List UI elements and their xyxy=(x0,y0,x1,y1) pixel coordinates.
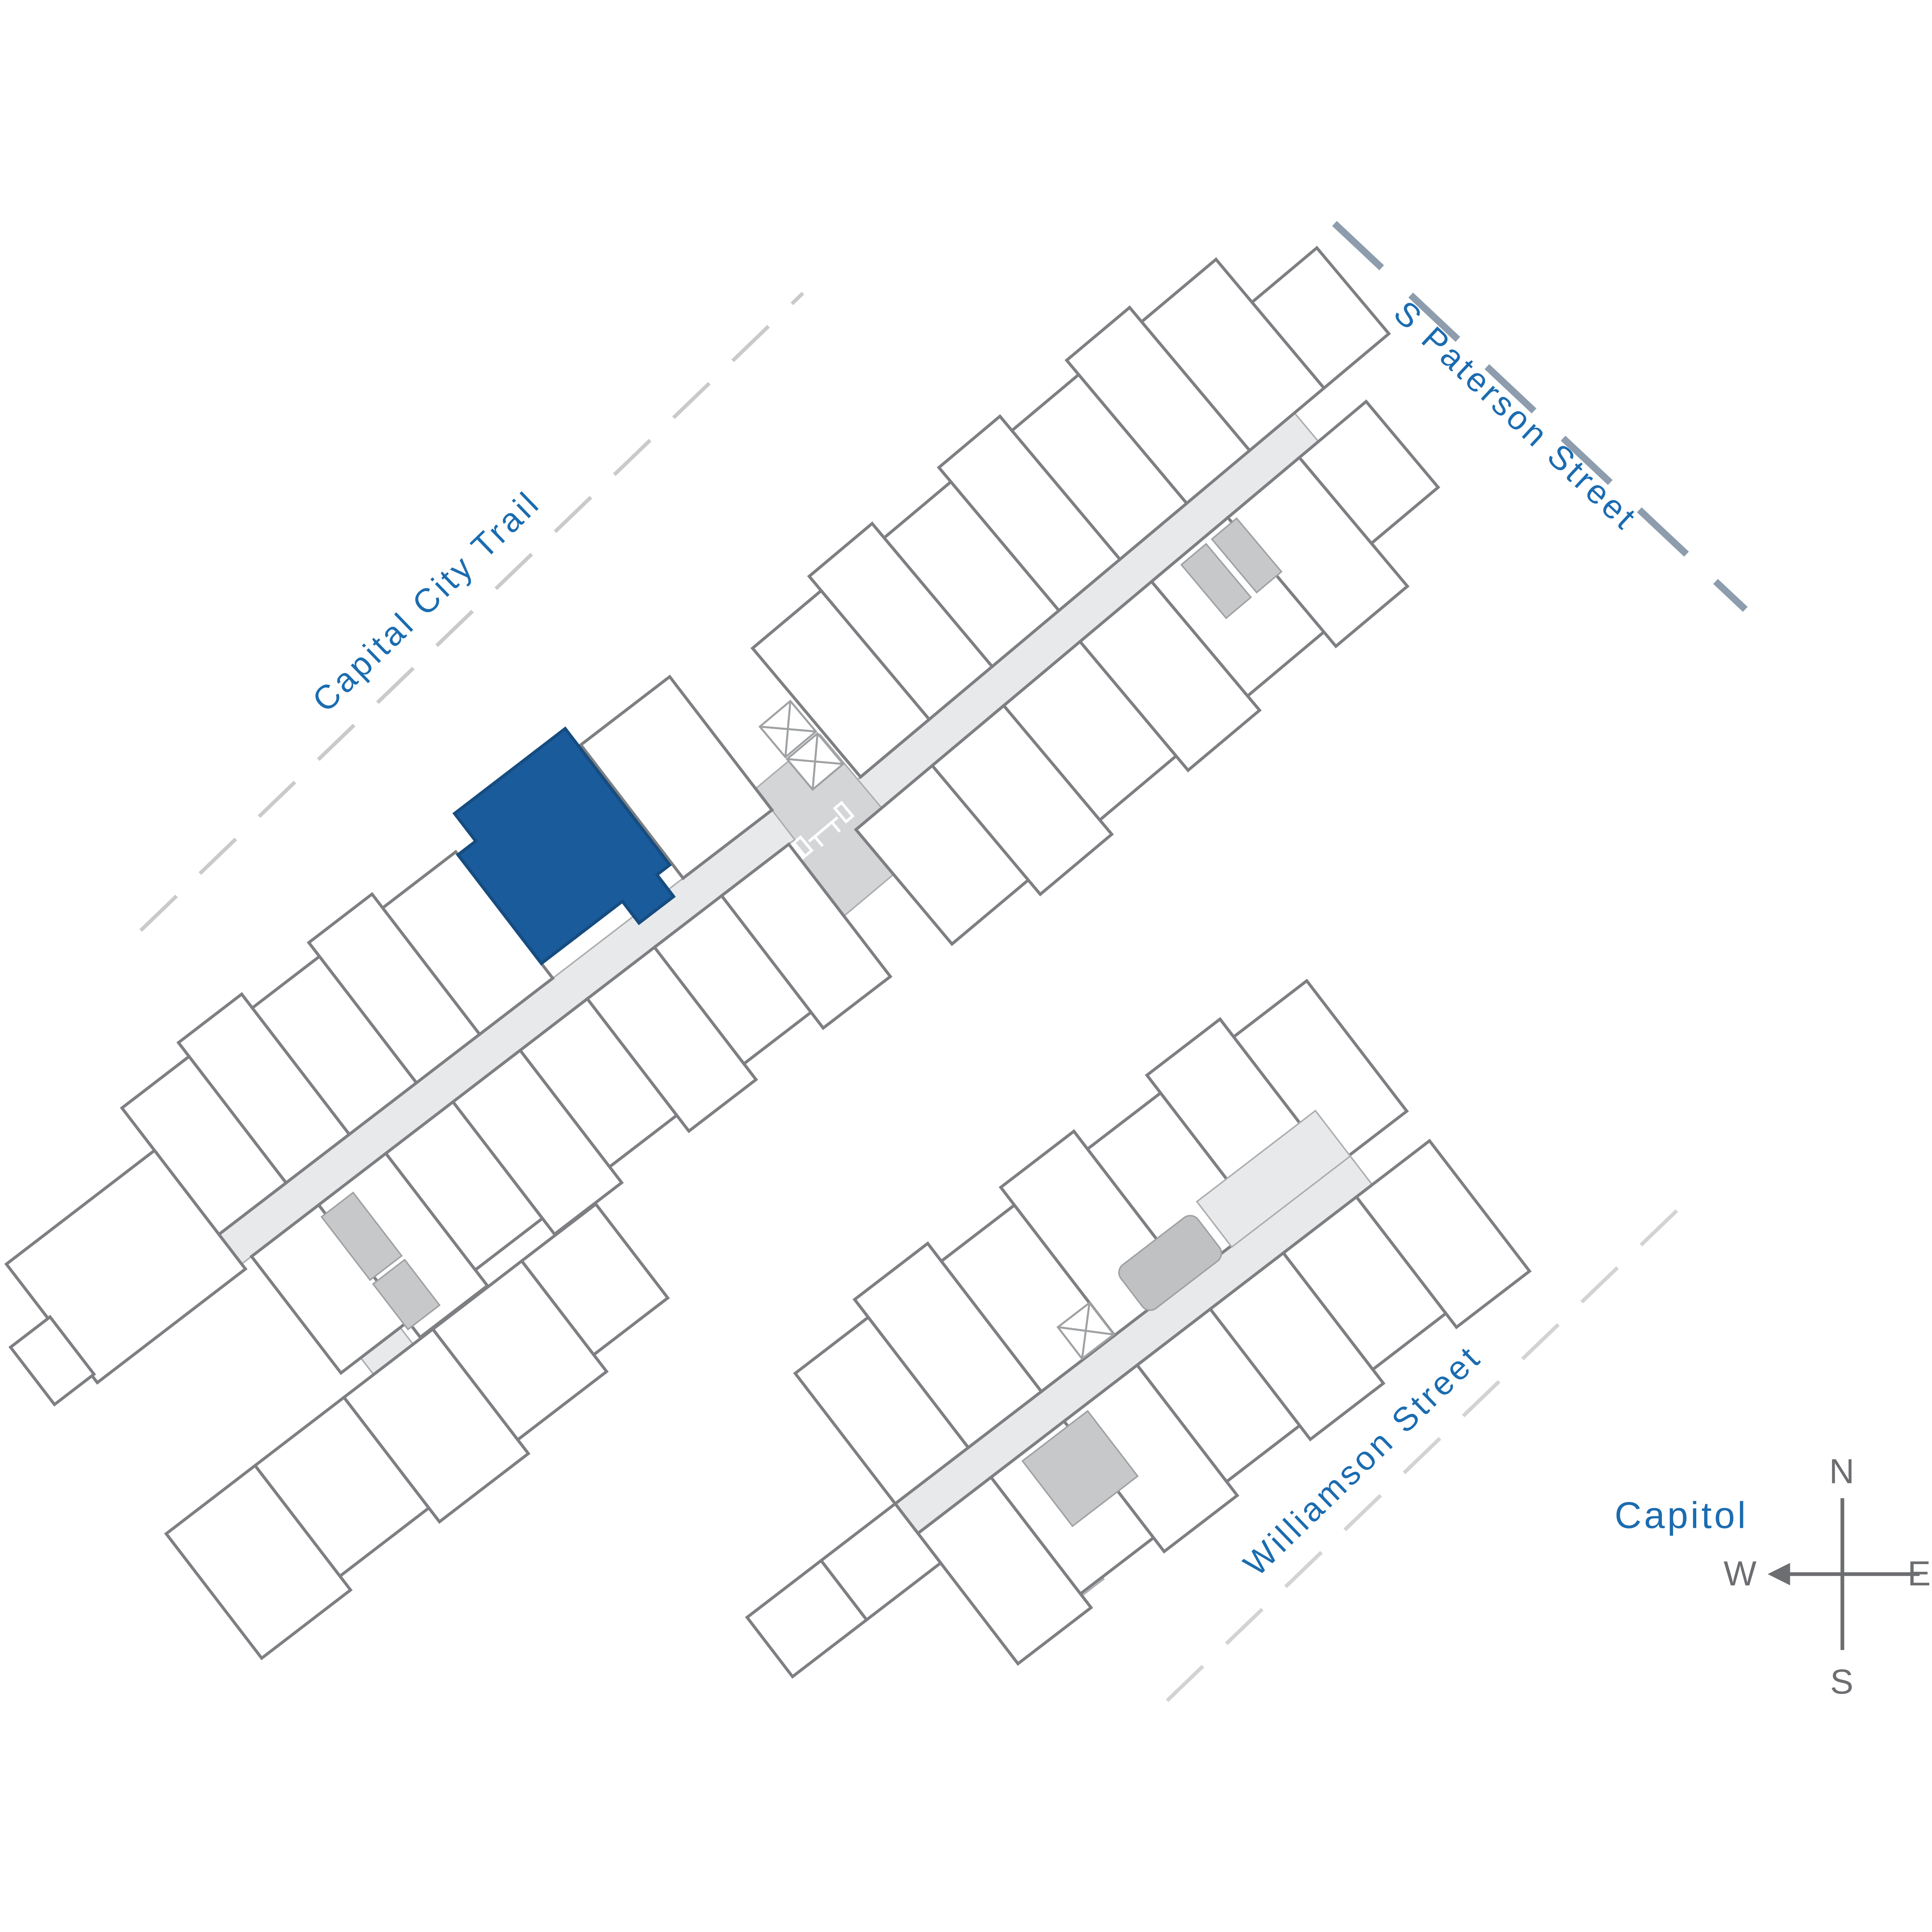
unit-outline xyxy=(1297,399,1440,546)
stairs-x-cross xyxy=(787,733,844,790)
service-block xyxy=(1118,1215,1222,1311)
wing-south xyxy=(745,978,1532,1679)
s-paterson-street-line xyxy=(1332,221,1748,612)
unit-outline xyxy=(578,674,774,881)
compass-west-label: W xyxy=(1724,1554,1758,1593)
chair-glyph xyxy=(792,835,814,858)
capital-city-trail-label: Capital City Trail xyxy=(305,483,548,719)
service-block xyxy=(320,1191,403,1281)
stairs-x-cross xyxy=(760,701,816,757)
unit-outline xyxy=(519,1202,670,1357)
unit-outline xyxy=(1231,978,1409,1170)
buildings-layer xyxy=(4,246,1532,1679)
corridor xyxy=(1196,1109,1352,1248)
capital-city-trail-line xyxy=(139,292,804,932)
unit-outline xyxy=(1250,246,1391,390)
stairs-x-cross xyxy=(1058,1303,1114,1359)
compass-north-label: N xyxy=(1829,1452,1855,1491)
service-block xyxy=(1211,517,1283,594)
williamson-street-line xyxy=(1159,1209,1678,1709)
stairs-x-icon xyxy=(758,699,818,759)
stairs-x-icon xyxy=(1056,1301,1115,1361)
wing-west xyxy=(4,674,893,1660)
s-paterson-street-label: S Paterson Street xyxy=(1387,294,1645,538)
table-glyph xyxy=(808,816,841,847)
stairs-x-icon xyxy=(786,732,845,791)
capitol-label: Capitol xyxy=(1614,1495,1748,1536)
unit-outline xyxy=(819,1502,943,1622)
unit-outline xyxy=(8,1315,96,1407)
table-seating-icon xyxy=(792,801,855,858)
highlighted-unit[interactable] xyxy=(437,726,686,985)
unit-outline xyxy=(1354,1138,1532,1330)
compass-east-label: E xyxy=(1908,1554,1932,1593)
compass-rose: N E S W xyxy=(1724,1452,1932,1701)
chair-glyph xyxy=(833,801,855,824)
service-block xyxy=(1180,543,1252,619)
compass-west-arrow-icon xyxy=(1767,1563,1790,1585)
wing-north xyxy=(684,246,1440,968)
compass-south-label: S xyxy=(1830,1662,1854,1701)
unit-outline xyxy=(719,842,893,1031)
service-block xyxy=(1021,1410,1139,1527)
service-block xyxy=(372,1259,441,1331)
